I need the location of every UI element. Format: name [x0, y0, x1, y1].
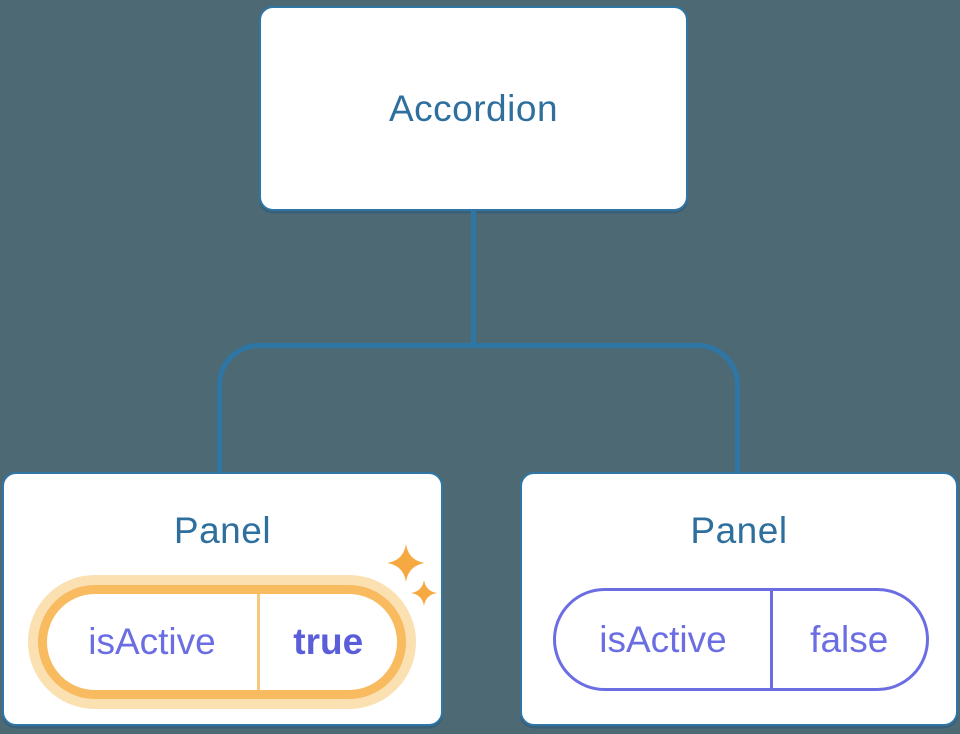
panel-title: Panel: [690, 510, 788, 551]
node-accordion: Accordion: [259, 6, 688, 211]
connector-branch: [217, 343, 740, 472]
pill-divider: [770, 591, 773, 688]
accordion-label: Accordion: [388, 87, 559, 129]
panel-title: Panel: [173, 510, 272, 551]
pill-divider: [257, 594, 260, 690]
prop-pill-highlighted: isActive true: [38, 585, 406, 699]
prop-value-label: false: [810, 618, 889, 660]
node-panel-active: Panel isActive true: [2, 472, 443, 726]
sparkles-icon: [411, 580, 437, 606]
prop-name-label: isActive: [599, 618, 727, 660]
prop-pill-idle: isActive false: [553, 588, 929, 691]
prop-name-label: isActive: [88, 621, 216, 662]
node-panel-inactive: Panel isActive false: [520, 472, 958, 726]
connector-stem: [471, 211, 476, 345]
prop-value-label: true: [293, 621, 364, 662]
